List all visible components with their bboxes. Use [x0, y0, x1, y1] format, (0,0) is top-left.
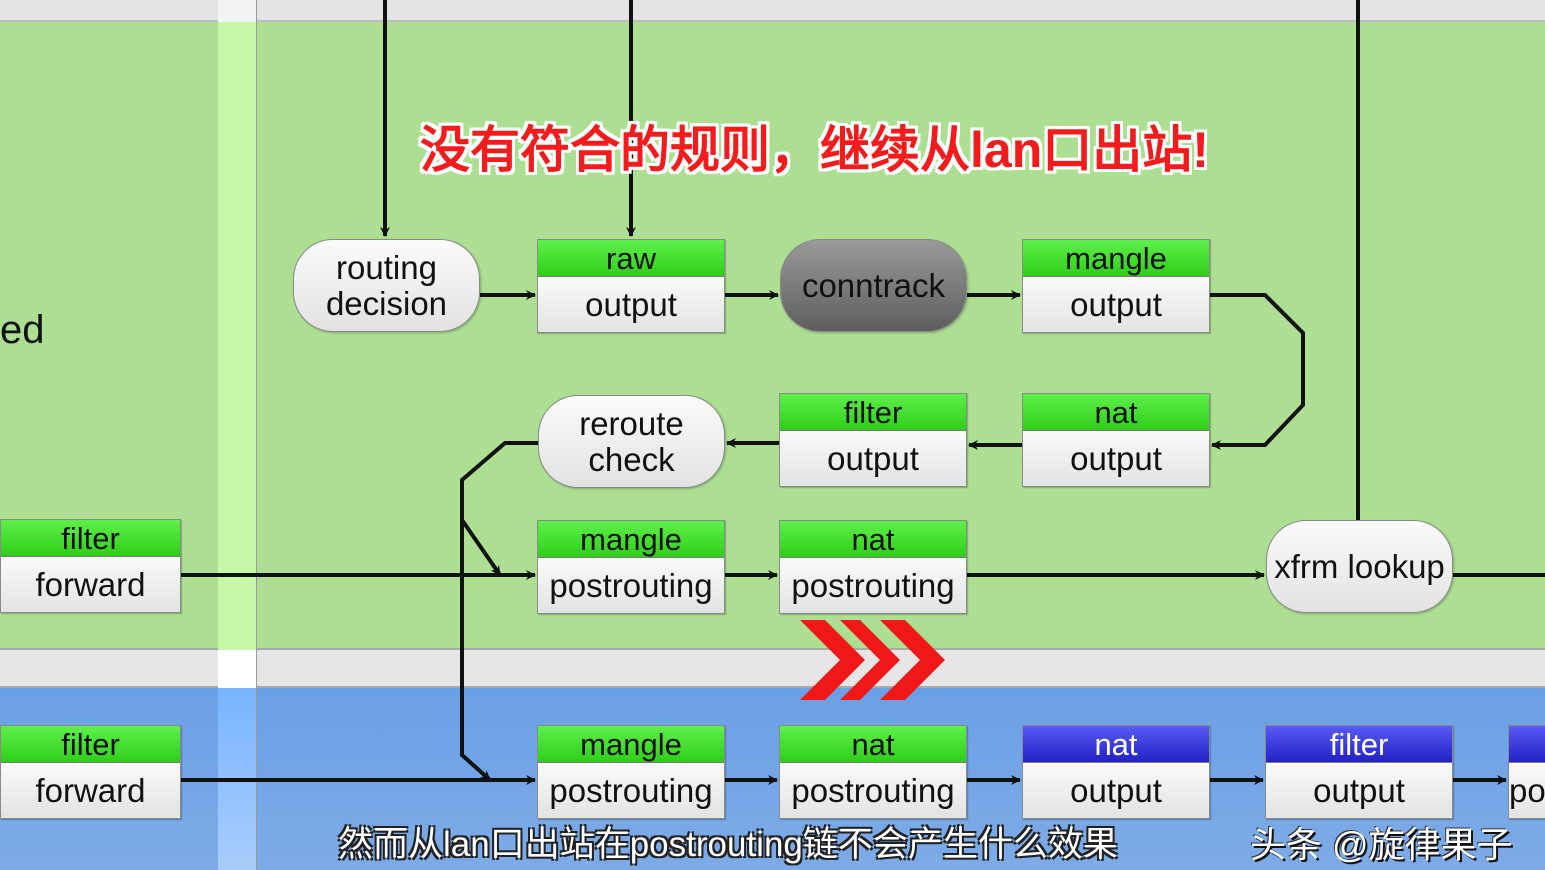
table-label: nat	[780, 726, 966, 763]
table-label: filter	[1, 726, 180, 763]
reroute-check-node: reroute check	[538, 395, 725, 488]
watermark: 头条 @旋律果子	[1250, 824, 1513, 865]
table-label: filter	[1, 520, 180, 557]
chain-label: output	[1023, 431, 1209, 486]
table-label: nat	[780, 521, 966, 558]
chain-label: postrouting	[538, 558, 724, 613]
table-label: nat	[1023, 394, 1209, 431]
highlight-caption: 没有符合的规则，继续从lan口出站!	[420, 122, 1209, 178]
table-label: raw	[538, 240, 724, 277]
chain-label: output	[1023, 277, 1209, 332]
table-label: mangle	[538, 726, 724, 763]
divider-column	[218, 22, 257, 650]
chain-label: forward	[1, 763, 180, 818]
gray-separator	[0, 650, 1545, 688]
arrow	[460, 441, 538, 577]
partial-chain-blue: po	[1508, 725, 1545, 819]
table-label: nat	[1023, 726, 1209, 763]
divider-column	[218, 650, 257, 688]
arrow	[460, 520, 492, 782]
video-subtitle: 然而从lan口出站在postrouting链不会产生什么效果	[338, 825, 1118, 864]
chain-label: po	[1509, 763, 1545, 818]
arrow	[1210, 293, 1305, 450]
chain-label: output	[1266, 763, 1452, 818]
chain-label: postrouting	[780, 763, 966, 818]
chain-label: output	[538, 277, 724, 332]
xfrm-lookup-node: xfrm lookup	[1266, 520, 1453, 613]
chain-label: postrouting	[780, 558, 966, 613]
routing-decision-node: routing decision	[293, 239, 480, 332]
table-label: filter	[1266, 726, 1452, 763]
red-chevrons-icon	[800, 620, 945, 700]
chain-label: forward	[1, 557, 180, 612]
table-label: filter	[780, 394, 966, 431]
chain-label: postrouting	[538, 763, 724, 818]
conntrack-node: conntrack	[780, 239, 967, 332]
table-label	[1509, 726, 1545, 763]
divider-column	[218, 0, 257, 22]
partial-label: ed	[0, 308, 45, 352]
chain-label: output	[1023, 763, 1209, 818]
table-label: mangle	[538, 521, 724, 558]
table-label: mangle	[1023, 240, 1209, 277]
chain-label: output	[780, 431, 966, 486]
